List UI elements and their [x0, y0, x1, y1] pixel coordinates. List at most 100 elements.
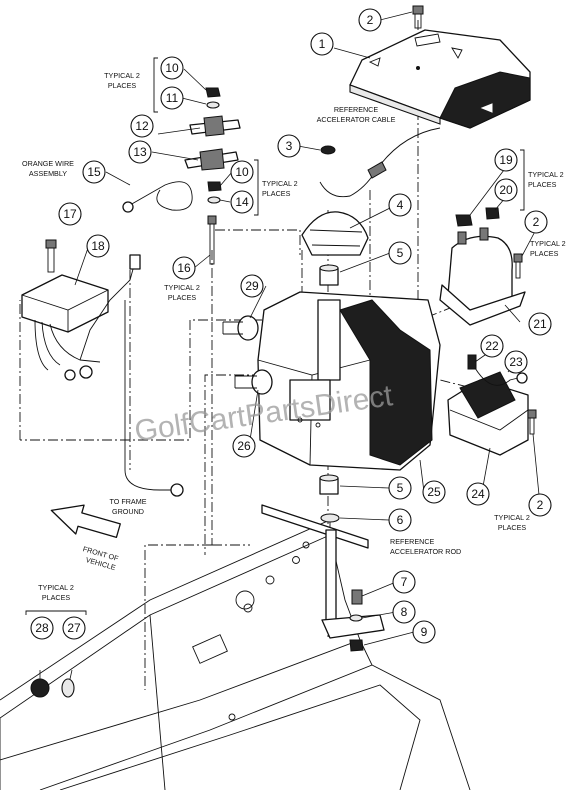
part-29-bolt — [222, 315, 259, 341]
svg-text:19: 19 — [499, 153, 513, 167]
callout-2-right-lower: 2 — [528, 493, 552, 517]
callout-7: 7 — [392, 570, 416, 594]
callout-10-upper: 10 — [160, 56, 184, 80]
svg-text:PLACES: PLACES — [168, 293, 197, 302]
svg-text:TYPICAL 2: TYPICAL 2 — [494, 513, 530, 522]
note-typical-2-2-right-upper: TYPICAL 2 PLACES — [530, 239, 566, 258]
note-typical-2-10-14: TYPICAL 2 PLACES — [262, 179, 298, 198]
callout-4: 4 — [388, 193, 412, 217]
callout-3: 3 — [277, 134, 301, 158]
svg-text:26: 26 — [237, 439, 251, 453]
part-8-washer — [349, 614, 363, 622]
part-20-nut — [485, 207, 500, 220]
svg-text:ACCELERATOR ROD: ACCELERATOR ROD — [390, 547, 461, 556]
svg-text:29: 29 — [245, 279, 259, 293]
part-12-bracket — [189, 115, 241, 137]
svg-text:2: 2 — [537, 498, 544, 512]
svg-text:TYPICAL 2: TYPICAL 2 — [104, 71, 140, 80]
svg-text:7: 7 — [401, 575, 408, 589]
svg-text:18: 18 — [91, 239, 105, 253]
note-reference-accelerator-cable: REFERENCE ACCELERATOR CABLE — [317, 105, 396, 124]
svg-text:2: 2 — [533, 215, 540, 229]
svg-text:TO FRAME: TO FRAME — [109, 497, 146, 506]
part-2-screw-right-lower — [527, 409, 537, 435]
callout-29: 29 — [240, 274, 264, 298]
svg-text:2: 2 — [367, 13, 374, 27]
svg-text:12: 12 — [135, 119, 149, 133]
callout-5-upper: 5 — [388, 241, 412, 265]
part-10-nut — [205, 87, 222, 192]
callout-15: 15 — [82, 160, 106, 184]
note-reference-accelerator-rod: REFERENCE ACCELERATOR ROD — [390, 537, 461, 556]
part-16-bolt — [207, 215, 217, 265]
svg-text:3: 3 — [286, 139, 293, 153]
part-2-screw-right-upper — [513, 253, 523, 279]
svg-text:PLACES: PLACES — [530, 249, 559, 258]
svg-text:ASSEMBLY: ASSEMBLY — [29, 169, 67, 178]
note-typical-2-16: TYPICAL 2 PLACES — [164, 283, 200, 302]
svg-text:21: 21 — [533, 317, 547, 331]
svg-text:23: 23 — [509, 355, 523, 369]
callout-27: 27 — [62, 616, 86, 640]
part-25-box — [257, 291, 441, 471]
part-21-solenoid — [439, 227, 526, 326]
note-typical-2-19-20: TYPICAL 2 PLACES — [528, 170, 564, 189]
callout-10-lower: 10 — [230, 160, 254, 184]
svg-text:REFERENCE: REFERENCE — [390, 537, 435, 546]
svg-text:TYPICAL 2: TYPICAL 2 — [164, 283, 200, 292]
callout-25: 25 — [422, 480, 446, 504]
callout-14: 14 — [230, 190, 254, 214]
part-14-washer — [207, 196, 221, 204]
callout-8: 8 — [392, 600, 416, 624]
part-3-grommet — [320, 145, 336, 155]
svg-text:10: 10 — [165, 61, 179, 75]
callout-16: 16 — [172, 256, 196, 280]
svg-text:ACCELERATOR CABLE: ACCELERATOR CABLE — [317, 115, 396, 124]
svg-text:PLACES: PLACES — [498, 523, 527, 532]
part-26-bolt — [234, 369, 273, 395]
svg-text:4: 4 — [397, 198, 404, 212]
callout-26: 26 — [232, 434, 256, 458]
part-22-terminal — [467, 354, 477, 370]
note-front-of-vehicle: FRONT OF VEHICLE — [82, 544, 120, 572]
svg-text:REFERENCE: REFERENCE — [334, 105, 379, 114]
svg-text:20: 20 — [499, 183, 513, 197]
typical-bracket-10-14 — [254, 159, 259, 216]
part-27-washer — [61, 678, 75, 698]
svg-text:25: 25 — [427, 485, 441, 499]
callout-12: 12 — [130, 114, 154, 138]
part-24-terminal-block — [447, 371, 529, 456]
svg-text:6: 6 — [397, 513, 404, 527]
note-orange-wire-assembly: ORANGE WIRE ASSEMBLY — [22, 159, 74, 178]
callout-21: 21 — [528, 312, 552, 336]
front-of-vehicle-arrow — [50, 504, 121, 538]
svg-text:1: 1 — [319, 37, 326, 51]
part-28-nut — [30, 678, 50, 698]
reference-accelerator-cable — [319, 127, 441, 198]
callout-19: 19 — [494, 148, 518, 172]
svg-text:14: 14 — [235, 195, 249, 209]
callout-1: 1 — [310, 32, 334, 56]
part-19-nut — [455, 214, 473, 227]
svg-text:TYPICAL 2: TYPICAL 2 — [528, 170, 564, 179]
part-11-washer — [206, 101, 220, 109]
note-typical-2-10-11: TYPICAL 2 PLACES — [104, 71, 140, 90]
note-typical-2-27-28: TYPICAL 2 PLACES — [38, 583, 74, 602]
svg-text:PLACES: PLACES — [42, 593, 71, 602]
callout-24: 24 — [466, 482, 490, 506]
reference-accelerator-rod — [261, 504, 385, 639]
svg-text:27: 27 — [67, 621, 81, 635]
callout-28: 28 — [30, 616, 54, 640]
callout-23: 23 — [504, 350, 528, 374]
svg-text:28: 28 — [35, 621, 49, 635]
callout-11: 11 — [160, 86, 184, 110]
typical-bracket-19-20 — [520, 149, 525, 211]
svg-text:TYPICAL 2: TYPICAL 2 — [530, 239, 566, 248]
callout-2-right-upper: 2 — [524, 210, 548, 234]
svg-text:24: 24 — [471, 487, 485, 501]
svg-text:11: 11 — [166, 91, 179, 105]
svg-text:5: 5 — [397, 246, 404, 260]
svg-text:15: 15 — [87, 165, 101, 179]
part-17-screw — [45, 239, 57, 273]
part-6-washer — [320, 513, 340, 523]
